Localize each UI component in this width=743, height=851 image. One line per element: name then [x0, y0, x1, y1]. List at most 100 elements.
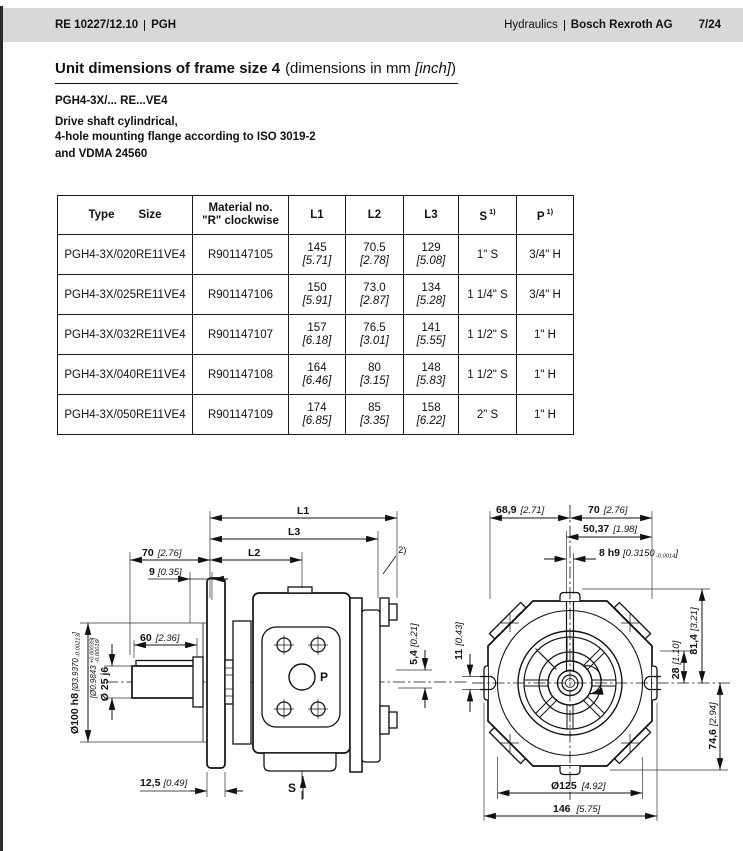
dim-label-L2: L2 [248, 547, 260, 559]
value-inch: [5.71] [302, 254, 332, 267]
footnote-2-leader [382, 555, 397, 575]
value-inch: [5.28] [416, 294, 446, 307]
title-inch: [inch] [415, 60, 451, 77]
value-mm: 157 [307, 321, 327, 334]
technical-drawing: P S L1 L3 70[2.76] L2 9[0.35] [69, 504, 730, 821]
value-mm: 73.0 [363, 281, 386, 294]
value-inch: [5.08] [416, 254, 446, 267]
cell-l2: 76.5[3.01] [345, 314, 404, 355]
cell-l2: 80[3.15] [345, 354, 404, 395]
cell-l1: 145[5.71] [288, 234, 346, 275]
dim-label-9: 9[0.35] [149, 566, 182, 578]
value-mm: 70.5 [363, 241, 386, 254]
cell-type: PGH4-3X/050RE11VE4 [57, 394, 193, 435]
cell-s: 2" S [458, 394, 517, 435]
value-inch: [2.78] [360, 254, 389, 267]
shaft-collar [192, 656, 204, 708]
front-view-drawing [472, 505, 730, 800]
valve-block [361, 609, 381, 763]
value-mm: 141 [421, 321, 441, 334]
valve-bolt [379, 597, 390, 627]
value-mm: 80 [368, 361, 381, 374]
cell-type: PGH4-3X/032RE11VE4 [57, 314, 193, 355]
divider-bar [563, 19, 565, 31]
dim-label-L1: L1 [297, 505, 309, 517]
cell-type: PGH4-3X/020RE11VE4 [57, 234, 193, 275]
suction-pad [263, 752, 337, 772]
cell-type: PGH4-3X/040RE11VE4 [57, 354, 193, 395]
dim-label-70: 70[2.76] [142, 547, 182, 559]
table-row: PGH4-3X/025RE11VE4 R901147106 150[5.91] … [57, 274, 574, 315]
dim-label-28: 28[1.10] [670, 640, 682, 679]
page-title: Unit dimensions of frame size 4(dimensio… [55, 60, 458, 84]
cell-p: 3/4" H [516, 234, 574, 275]
value-mm: 148 [421, 361, 441, 374]
dim-label-d125: Ø125[4.92] [551, 780, 606, 792]
description-line: 4-hole mounting flange according to ISO … [55, 131, 316, 143]
header-l1: L1 [288, 195, 346, 235]
scan-edge-strip [0, 6, 3, 851]
value-inch: [3.15] [360, 374, 389, 387]
cell-l2: 73.0[2.87] [345, 274, 404, 315]
dim-label-d25-tolerance: [Ø0.9843+0.00035-0.00016] [89, 637, 101, 699]
cell-p: 1" H [516, 354, 574, 395]
cell-l1: 174[6.85] [288, 394, 346, 435]
brand-name: Bosch Rexroth AG [570, 19, 673, 31]
value-mm: 76.5 [363, 321, 386, 334]
brand-category: Hydraulics [504, 19, 558, 31]
title-suffix: (dimensions in mm [285, 60, 411, 77]
footnote-marker: 1) [489, 207, 496, 216]
pressure-port-label: P [320, 670, 328, 684]
cell-s: 1 1/2" S [458, 314, 517, 355]
coupling [224, 659, 234, 705]
value-inch: [3.01] [360, 334, 389, 347]
cell-type: PGH4-3X/025RE11VE4 [57, 274, 193, 315]
value-inch: [5.55] [416, 334, 446, 347]
cell-s: 1 1/2" S [458, 354, 517, 395]
header-s-label: S [479, 211, 487, 223]
cell-l1: 157[6.18] [288, 314, 346, 355]
header-size: Size [138, 209, 162, 221]
value-inch: [5.91] [302, 294, 332, 307]
cell-material: R901147109 [192, 394, 289, 435]
valve-bolt-head [388, 603, 398, 621]
bearing-housing [232, 620, 252, 745]
table-row: PGH4-3X/050RE11VE4 R901147109 174[6.85] … [57, 394, 574, 435]
rotation-arrow [583, 665, 604, 695]
value-mm: 164 [307, 361, 327, 374]
header-l2: L2 [345, 195, 404, 235]
dim-label-11: 11[0.43] [453, 622, 465, 660]
side-view-drawing: P S [80, 577, 468, 800]
drive-shaft [131, 665, 198, 699]
cell-p: 1" H [516, 394, 574, 435]
doc-series: PGH [151, 19, 177, 31]
title-close: ) [450, 60, 456, 77]
dim-label-50-37: 50,37[1.98] [583, 523, 637, 535]
dim-label-d100: Ø100 h8[Ø3.9370-0.00213] [69, 631, 82, 734]
value-inch: [6.18] [302, 334, 332, 347]
dim-label-8h9: 8 h9[0.3150-0.0014] [599, 547, 678, 560]
dimension-table: Type Size Material no. "R" clockwise L1 L… [57, 195, 574, 435]
pressure-port [288, 663, 316, 691]
dim-label-146: 146[5.75] [553, 803, 601, 815]
cell-l3: 158[6.22] [403, 394, 459, 435]
brand-block: Hydraulics Bosch Rexroth AG 7/24 [504, 19, 721, 31]
footnote-2-ref: 2) [398, 545, 406, 556]
cell-s: 1 1/4" S [458, 274, 517, 315]
cell-s: 1" S [458, 234, 517, 275]
dim-label-81-4: 81,4[3.21] [688, 607, 700, 655]
header-type: Type [88, 209, 115, 221]
cell-l3: 141[5.55] [403, 314, 459, 355]
value-mm: 150 [307, 281, 327, 294]
port-pad [261, 626, 341, 728]
cell-material: R901147108 [192, 354, 289, 395]
valve-bolt-head [388, 711, 398, 729]
value-mm: 145 [307, 241, 327, 254]
cell-l3: 134[5.28] [403, 274, 459, 315]
dim-label-60: 60[2.36] [140, 632, 180, 644]
cell-l1: 150[5.91] [288, 274, 346, 315]
cover-spokes [524, 637, 616, 729]
header-material-line1: Material no. [208, 202, 273, 214]
header-material: Material no. "R" clockwise [192, 195, 289, 235]
value-inch: [6.46] [302, 374, 332, 387]
